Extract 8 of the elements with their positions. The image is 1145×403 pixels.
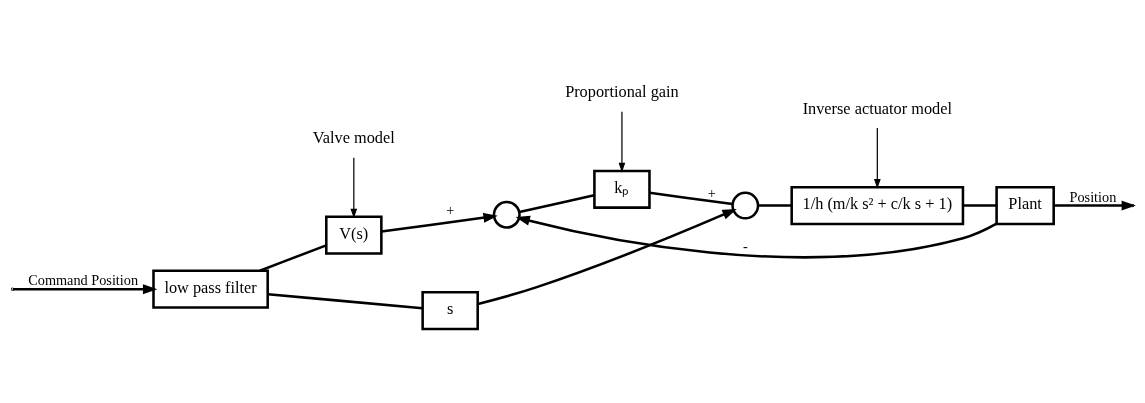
node-text: Valve model (312, 127, 395, 147)
edge-label: Position (1069, 188, 1117, 205)
edge-label: Command Position (28, 271, 139, 288)
edge-label: + (707, 184, 716, 201)
edge-label: - (742, 237, 748, 254)
edge-label: + (446, 201, 455, 218)
node-text: Inverse actuator model (802, 98, 952, 118)
node-text: Proportional gain (565, 81, 679, 101)
